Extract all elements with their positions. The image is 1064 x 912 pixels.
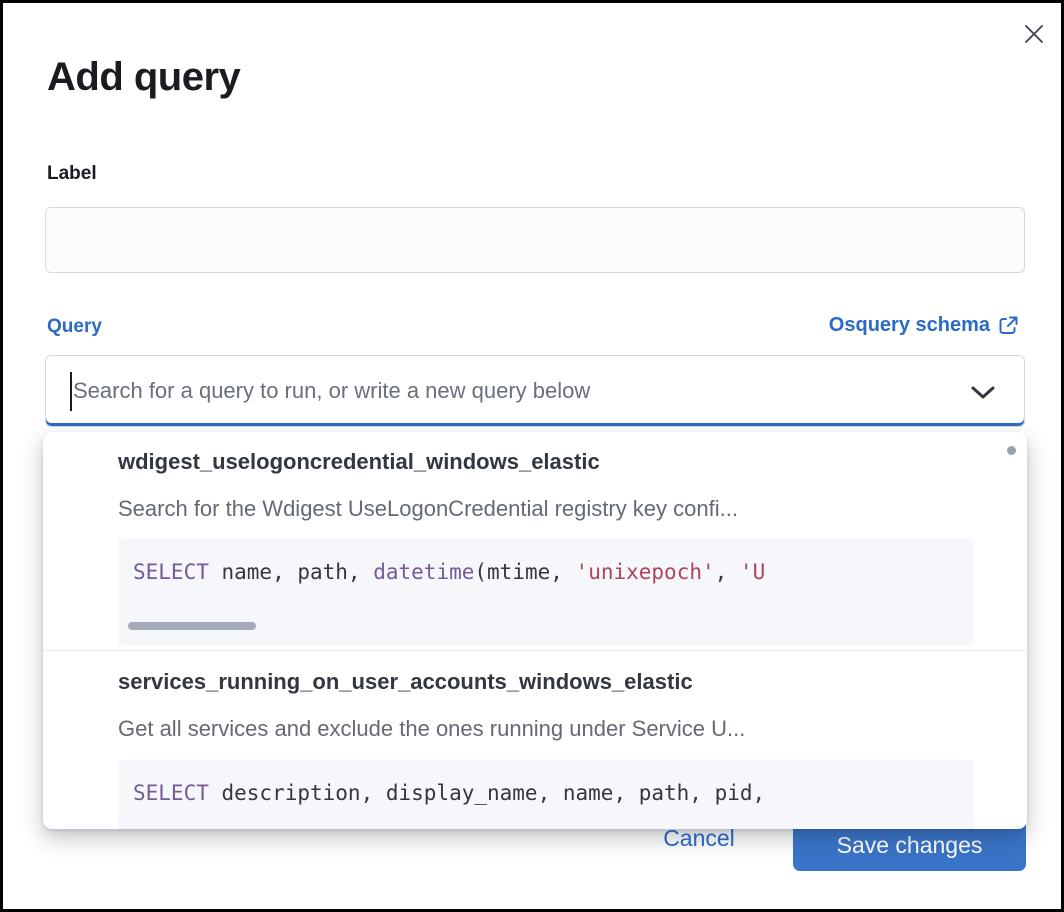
osquery-schema-link-label: Osquery schema — [828, 314, 990, 336]
external-link-icon — [998, 315, 1019, 336]
query-option-title: wdigest_uselogoncredential_windows_elast… — [118, 449, 600, 474]
close-icon — [1022, 22, 1046, 46]
osquery-schema-link[interactable]: Osquery schema — [829, 314, 1019, 337]
vertical-scrollbar-thumb[interactable] — [1007, 446, 1016, 455]
query-option-description: Search for the Wdigest UseLogonCredentia… — [118, 496, 738, 521]
option-divider — [43, 650, 1027, 651]
query-field-label: Query — [47, 316, 102, 337]
close-button[interactable] — [1017, 17, 1051, 51]
query-option-sql-block: SELECT description, display_name, name, … — [118, 760, 974, 829]
text-cursor — [70, 372, 72, 411]
horizontal-scrollbar-thumb[interactable] — [128, 622, 256, 630]
label-input[interactable] — [45, 207, 1025, 273]
query-option-sql-block: SELECT name, path, datetime(mtime, 'unix… — [118, 539, 974, 645]
query-option-title: services_running_on_user_accounts_window… — [118, 669, 693, 694]
query-combobox-placeholder: Search for a query to run, or write a ne… — [73, 378, 591, 403]
query-suggestions-dropdown: wdigest_uselogoncredential_windows_elast… — [43, 432, 1027, 829]
query-combobox-input[interactable]: Search for a query to run, or write a ne… — [45, 355, 1025, 427]
page-title: Add query — [47, 55, 241, 99]
chevron-down-icon[interactable] — [970, 385, 996, 400]
sql-code: SELECT name, path, datetime(mtime, 'unix… — [133, 560, 766, 584]
query-option-description: Get all services and exclude the ones ru… — [118, 716, 746, 741]
label-field-label: Label — [47, 163, 97, 184]
sql-code: SELECT description, display_name, name, … — [133, 781, 766, 805]
